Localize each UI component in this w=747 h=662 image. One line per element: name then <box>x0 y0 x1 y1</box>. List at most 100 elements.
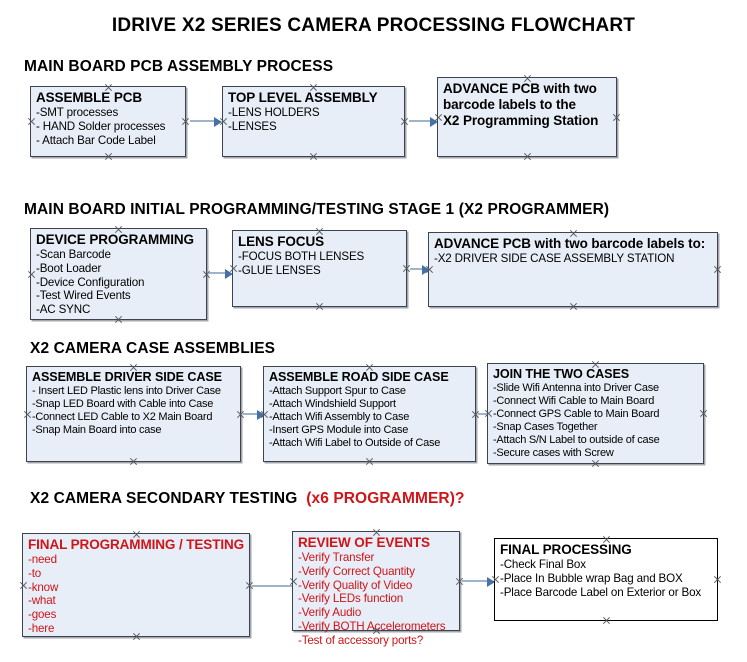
box-title: ASSEMBLE ROAD SIDE CASE <box>269 370 449 384</box>
connector-stub-final-programming <box>252 585 292 587</box>
box-device-programming[interactable]: DEVICE PROGRAMMING -Scan Barcode -Boot L… <box>30 228 207 320</box>
box-line: -Check Final Box <box>500 558 586 572</box>
box-line: -Attach Wifi Label to Outside of Case <box>269 437 441 450</box>
arrow-head-icon <box>214 117 222 127</box>
box-line: -AC SYNC <box>36 303 91 317</box>
box-line: -Device Configuration <box>36 275 145 289</box>
box-line: -know <box>28 580 59 594</box>
section-heading-main-board-initial-programming-testing-stage-1: MAIN BOARD INITIAL PROGRAMMING/TESTING S… <box>24 201 609 219</box>
box-title: ASSEMBLE DRIVER SIDE CASE <box>32 370 222 384</box>
arrow-head-icon <box>487 577 495 587</box>
section-heading-x2-camera-case-assemblies: X2 CAMERA CASE ASSEMBLIES <box>30 340 275 358</box>
box-review-of-events[interactable]: REVIEW OF EVENTS -Verify Transfer -Verif… <box>292 531 460 647</box>
arrow-driver-case-to-road-case <box>243 413 259 415</box>
box-line: -Connect GPS Cable to Main Board <box>493 408 660 421</box>
connector-handle-left[interactable] <box>27 270 36 279</box>
box-title: JOIN THE TWO CASES <box>493 367 630 381</box>
box-advance-pcb-to-x2-programming-station[interactable]: ADVANCE PCB with two barcode labels to t… <box>437 77 617 157</box>
box-line: -Place Barcode Label on Exterior or Box <box>500 585 702 599</box>
box-line-overflow: -Test of accessory ports? <box>298 633 424 647</box>
box-assemble-road-side-case[interactable]: ASSEMBLE ROAD SIDE CASE -Attach Support … <box>263 366 476 462</box>
box-line: -Snap Main Board into case <box>32 424 162 437</box>
box-line: -goes <box>28 608 57 622</box>
box-line: barcode labels to the <box>443 97 576 113</box>
arrow-head-icon <box>257 410 265 420</box>
box-title: ADVANCE PCB with two <box>443 81 597 96</box>
arrow-road-case-to-join-cases <box>478 413 492 415</box>
box-line: -Connect Wifi Cable to Main Board <box>493 395 655 408</box>
box-line: -Verify Quality of Video <box>298 578 413 592</box>
box-final-processing[interactable]: FINAL PROCESSING -Check Final Box -Place… <box>494 538 718 621</box>
connector-handle-bottom[interactable] <box>315 302 324 311</box>
connector-handle-bottom[interactable] <box>365 457 374 466</box>
box-line: - Attach Bar Code Label <box>36 133 156 147</box>
box-line: -Attach Wifi Assembly to Case <box>269 411 410 424</box>
box-line: -Insert GPS Module into Case <box>269 424 409 437</box>
box-line: -to <box>28 566 42 580</box>
box-line: -GLUE LENSES <box>238 263 321 277</box>
section-heading-text: X2 CAMERA SECONDARY TESTING <box>30 490 298 507</box>
box-lens-focus[interactable]: LENS FOCUS -FOCUS BOTH LENSES -GLUE LENS… <box>232 230 407 307</box>
section-heading-text: MAIN BOARD PCB ASSEMBLY PROCESS <box>24 58 334 75</box>
box-line: -Attach Windshield Support <box>269 398 396 411</box>
section-heading-text: X2 CAMERA CASE ASSEMBLIES <box>30 340 276 357</box>
box-line: -Connect LED Cable to X2 Main Board <box>32 411 213 424</box>
box-title: REVIEW OF EVENTS <box>298 535 430 550</box>
box-line: -Snap LED Board with Cable into Case <box>32 398 214 411</box>
connector-handle-left[interactable] <box>23 410 32 419</box>
box-title: FINAL PROCESSING <box>500 542 632 557</box>
box-assemble-driver-side-case[interactable]: ASSEMBLE DRIVER SIDE CASE - Insert LED P… <box>26 366 241 462</box>
connector-handle-bottom[interactable] <box>129 457 138 466</box>
arrow-head-icon <box>422 265 430 275</box>
box-join-the-two-cases[interactable]: JOIN THE TWO CASES -Slide Wifi Antenna i… <box>487 363 704 464</box>
box-top-level-assembly[interactable]: TOP LEVEL ASSEMBLY -LENS HOLDERS -LENSES <box>222 86 405 157</box>
connector-handle-bottom[interactable] <box>104 152 113 161</box>
box-line: -here <box>28 621 55 635</box>
section-heading-main-board-pcb-assembly-process: MAIN BOARD PCB ASSEMBLY PROCESS <box>24 58 333 76</box>
box-line: -SMT processes <box>36 106 119 120</box>
arrow-lens-focus-to-advance-pcb <box>410 268 424 270</box>
box-line: -LENS HOLDERS <box>228 106 320 120</box>
box-line: -need <box>28 553 57 567</box>
box-line: -Attach Support Spur to Case <box>269 384 406 397</box>
section-heading-text: MAIN BOARD INITIAL PROGRAMMING/TESTING S… <box>24 201 610 218</box>
box-final-programming-testing[interactable]: FINAL PROGRAMMING / TESTING -need -to -k… <box>22 533 250 637</box>
box-advance-pcb-to-driver-side-case-assembly[interactable]: ADVANCE PCB with two barcode labels to: … <box>428 232 718 307</box>
box-title: TOP LEVEL ASSEMBLY <box>228 90 378 105</box>
arrow-assemble-pcb-to-top-level <box>190 120 216 122</box>
section-heading-accent: (x6 PROGRAMMER)? <box>306 490 465 507</box>
connector-handle-right[interactable] <box>713 265 722 274</box>
arrow-head-icon <box>430 117 438 127</box>
box-line: -Secure cases with Screw <box>493 447 614 460</box>
connector-handle-bottom[interactable] <box>569 302 578 311</box>
box-line: -Verify Audio <box>298 606 362 620</box>
box-line: -X2 DRIVER SIDE CASE ASSEMBLY STATION <box>434 252 675 266</box>
connector-handle-bottom[interactable] <box>309 152 318 161</box>
box-line: -Slide Wifi Antenna into Driver Case <box>493 381 659 394</box>
box-line: -Scan Barcode <box>36 248 111 262</box>
connector-handle-bottom[interactable] <box>602 616 611 625</box>
box-line: X2 Programming Station <box>443 113 599 129</box>
box-line: -Verify BOTH Accelerometers <box>298 619 446 633</box>
box-title: ADVANCE PCB with two barcode labels to: <box>434 236 706 251</box>
section-heading-x2-camera-secondary-testing: X2 CAMERA SECONDARY TESTING (x6 PROGRAMM… <box>30 490 465 508</box>
connector-handle-left[interactable] <box>27 117 36 126</box>
connector-handle-bottom[interactable] <box>523 152 532 161</box>
connector-handle-left[interactable] <box>19 581 28 590</box>
box-line: - Insert LED Plastic lens into Driver Ca… <box>32 384 221 397</box>
arrow-top-level-to-advance-pcb <box>409 120 433 122</box>
box-line: -Boot Loader <box>36 261 102 275</box>
box-line: -Snap Cases Together <box>493 421 598 434</box>
box-line: -LENSES <box>228 119 277 133</box>
box-title: ASSEMBLE PCB <box>36 90 143 105</box>
box-line: -Verify Transfer <box>298 551 375 565</box>
arrow-review-of-events-to-final-processing <box>462 580 490 582</box>
page-title: IDRIVE X2 SERIES CAMERA PROCESSING FLOWC… <box>111 15 636 36</box>
box-line: - HAND Solder processes <box>36 119 166 133</box>
box-line: -Verify Correct Quantity <box>298 564 415 578</box>
box-line: -Verify LEDs function <box>298 592 404 606</box>
box-assemble-pcb[interactable]: ASSEMBLE PCB -SMT processes - HAND Solde… <box>30 86 186 157</box>
box-line: -Attach S/N Label to outside of case <box>493 434 660 447</box>
arrow-device-programming-to-lens-focus <box>209 272 227 274</box>
